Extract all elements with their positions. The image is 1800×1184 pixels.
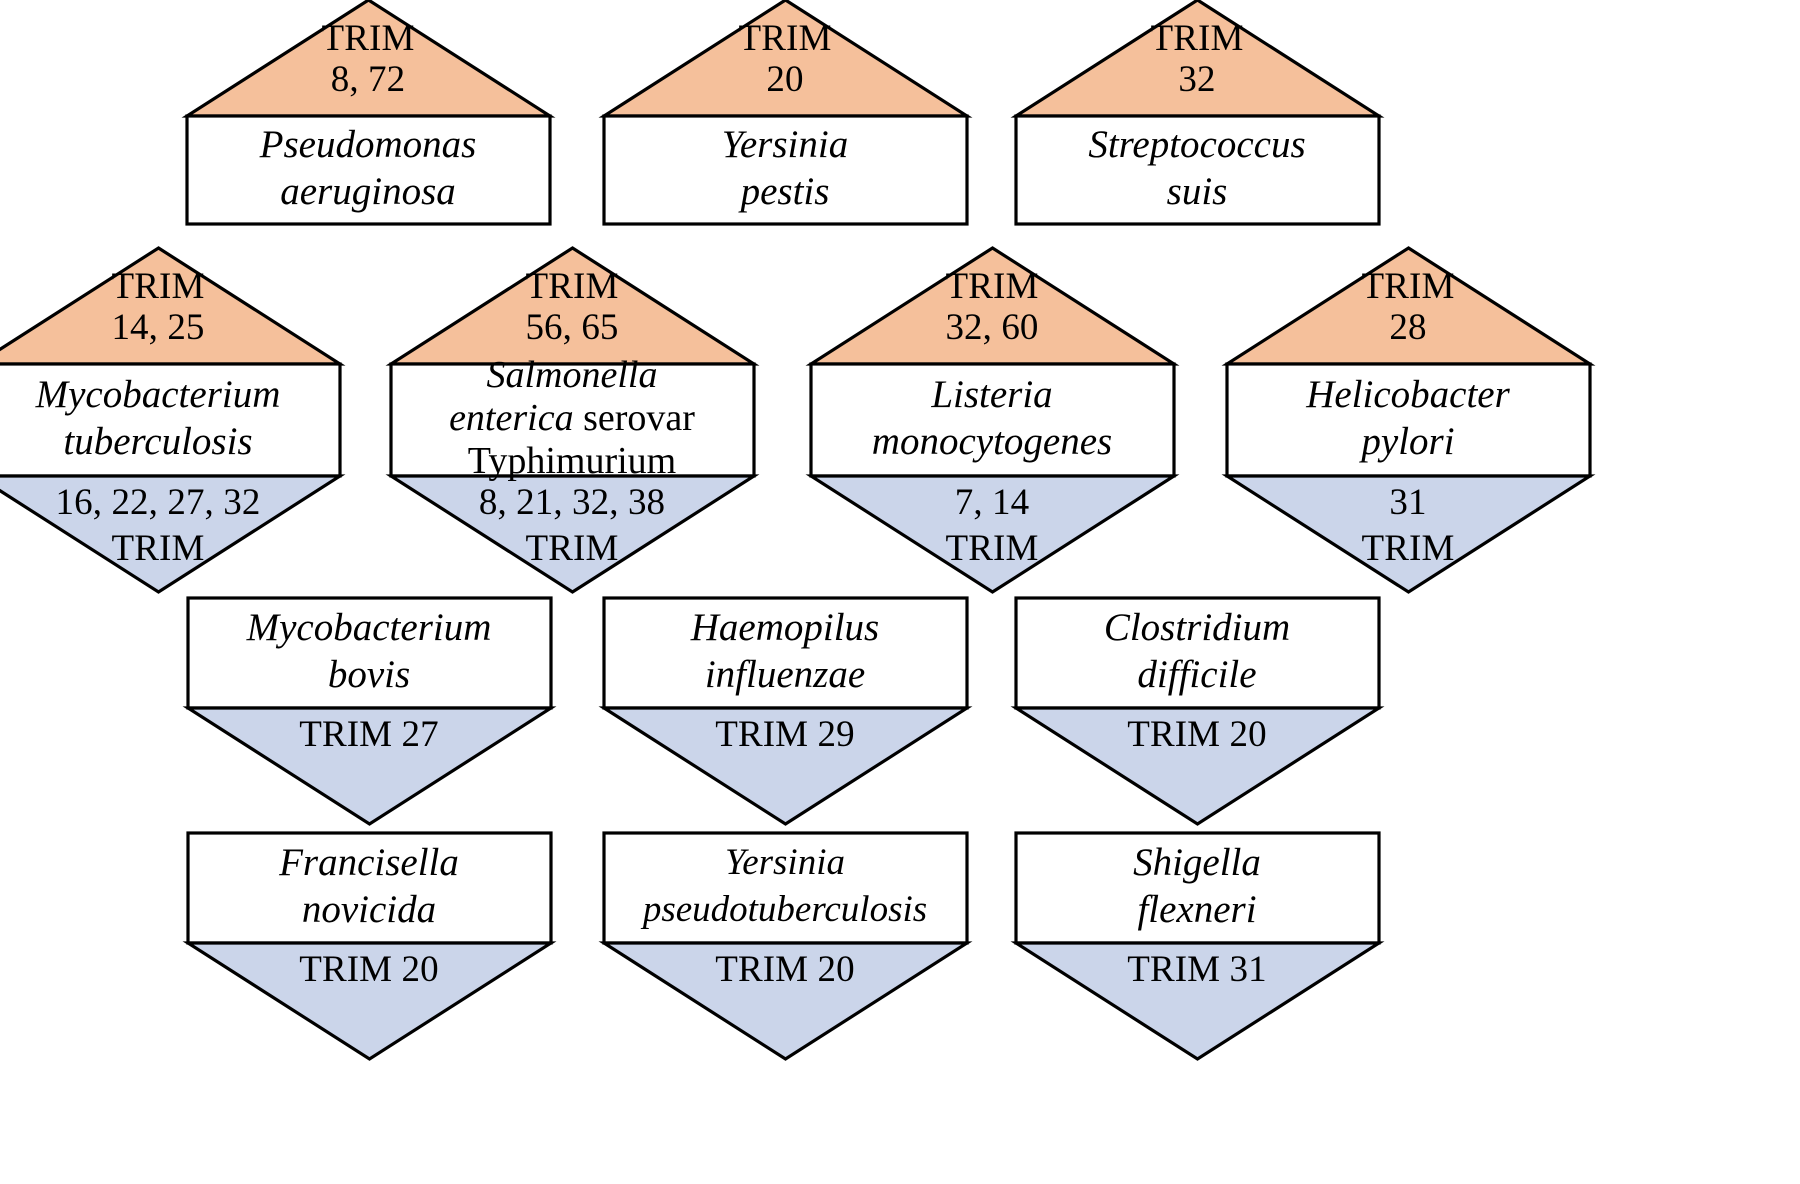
trim-promote-triangle bbox=[805, 474, 1179, 594]
trim-promote-triangle bbox=[0, 474, 345, 594]
species-box bbox=[1013, 831, 1381, 945]
trim-restrict-triangle bbox=[598, 0, 972, 118]
trim-promote-triangle bbox=[385, 474, 759, 594]
species-box bbox=[601, 831, 969, 945]
species-box bbox=[601, 114, 969, 226]
species-box bbox=[808, 362, 1176, 478]
trim-promote-triangle bbox=[1010, 706, 1384, 826]
trim-promote-triangle bbox=[182, 706, 556, 826]
trim-restrict-triangle bbox=[181, 0, 555, 118]
trim-promote-triangle bbox=[598, 941, 972, 1061]
species-box bbox=[601, 596, 969, 710]
trim-restrict-triangle bbox=[1221, 246, 1595, 366]
trim-restrict-triangle bbox=[385, 246, 759, 366]
species-box bbox=[185, 831, 553, 945]
species-box bbox=[184, 114, 552, 226]
trim-restrict-triangle bbox=[805, 246, 1179, 366]
species-box bbox=[1013, 114, 1381, 226]
trim-promote-triangle bbox=[598, 706, 972, 826]
trim-restrict-triangle bbox=[1010, 0, 1384, 118]
species-box bbox=[185, 596, 553, 710]
trim-restrict-triangle bbox=[0, 246, 345, 366]
species-box bbox=[1224, 362, 1592, 478]
trim-promote-triangle bbox=[1010, 941, 1384, 1061]
species-box bbox=[0, 362, 342, 478]
trim-promote-triangle bbox=[182, 941, 556, 1061]
trim-promote-triangle bbox=[1221, 474, 1595, 594]
species-box bbox=[1013, 596, 1381, 710]
species-box bbox=[388, 362, 756, 478]
